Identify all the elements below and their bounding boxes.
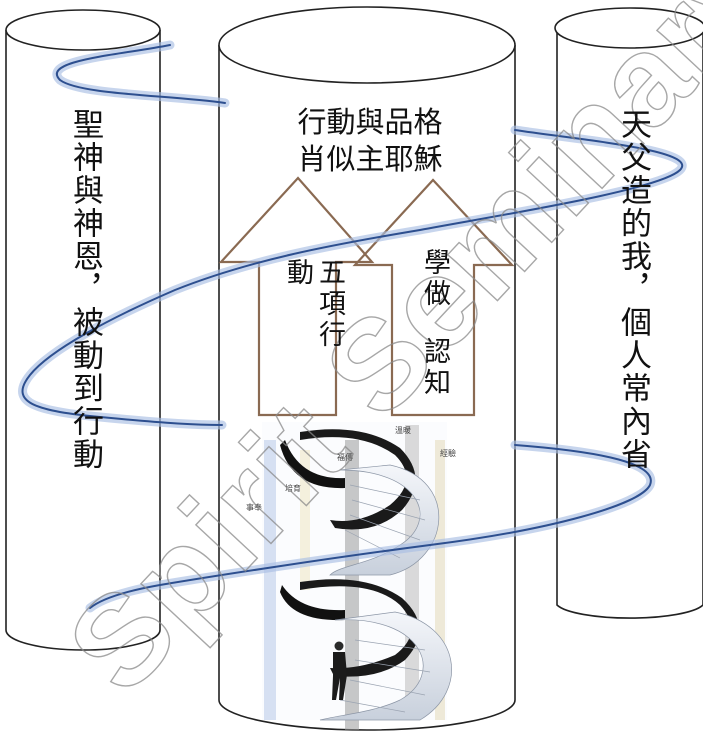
stair-label: 培育 (285, 483, 301, 493)
left-pillar-text: 聖神與神恩，被動到行動 (67, 108, 103, 471)
left-arrow-text: 五項行動 (282, 258, 345, 351)
center-title-line2: 肖似主耶穌 (297, 142, 443, 176)
person-figure (332, 641, 347, 700)
center-title-line1: 行動與品格 (297, 105, 443, 139)
stair-label: 事奉 (246, 502, 262, 512)
right-pillar-text: 天父造的我，個人常內省 (615, 108, 651, 471)
right-arrow-top-text: 學做 (419, 248, 450, 310)
stair-label: 福傳 (337, 452, 353, 462)
stair-label: 經驗 (440, 448, 456, 458)
spiral-ribbon (18, 40, 687, 613)
stair-label: 溫暖 (395, 426, 411, 435)
staircase-image: 溫暖 福傳 經驗 培育 事奉 (246, 422, 456, 730)
right-arrow-bottom-text: 認知 (419, 337, 450, 399)
